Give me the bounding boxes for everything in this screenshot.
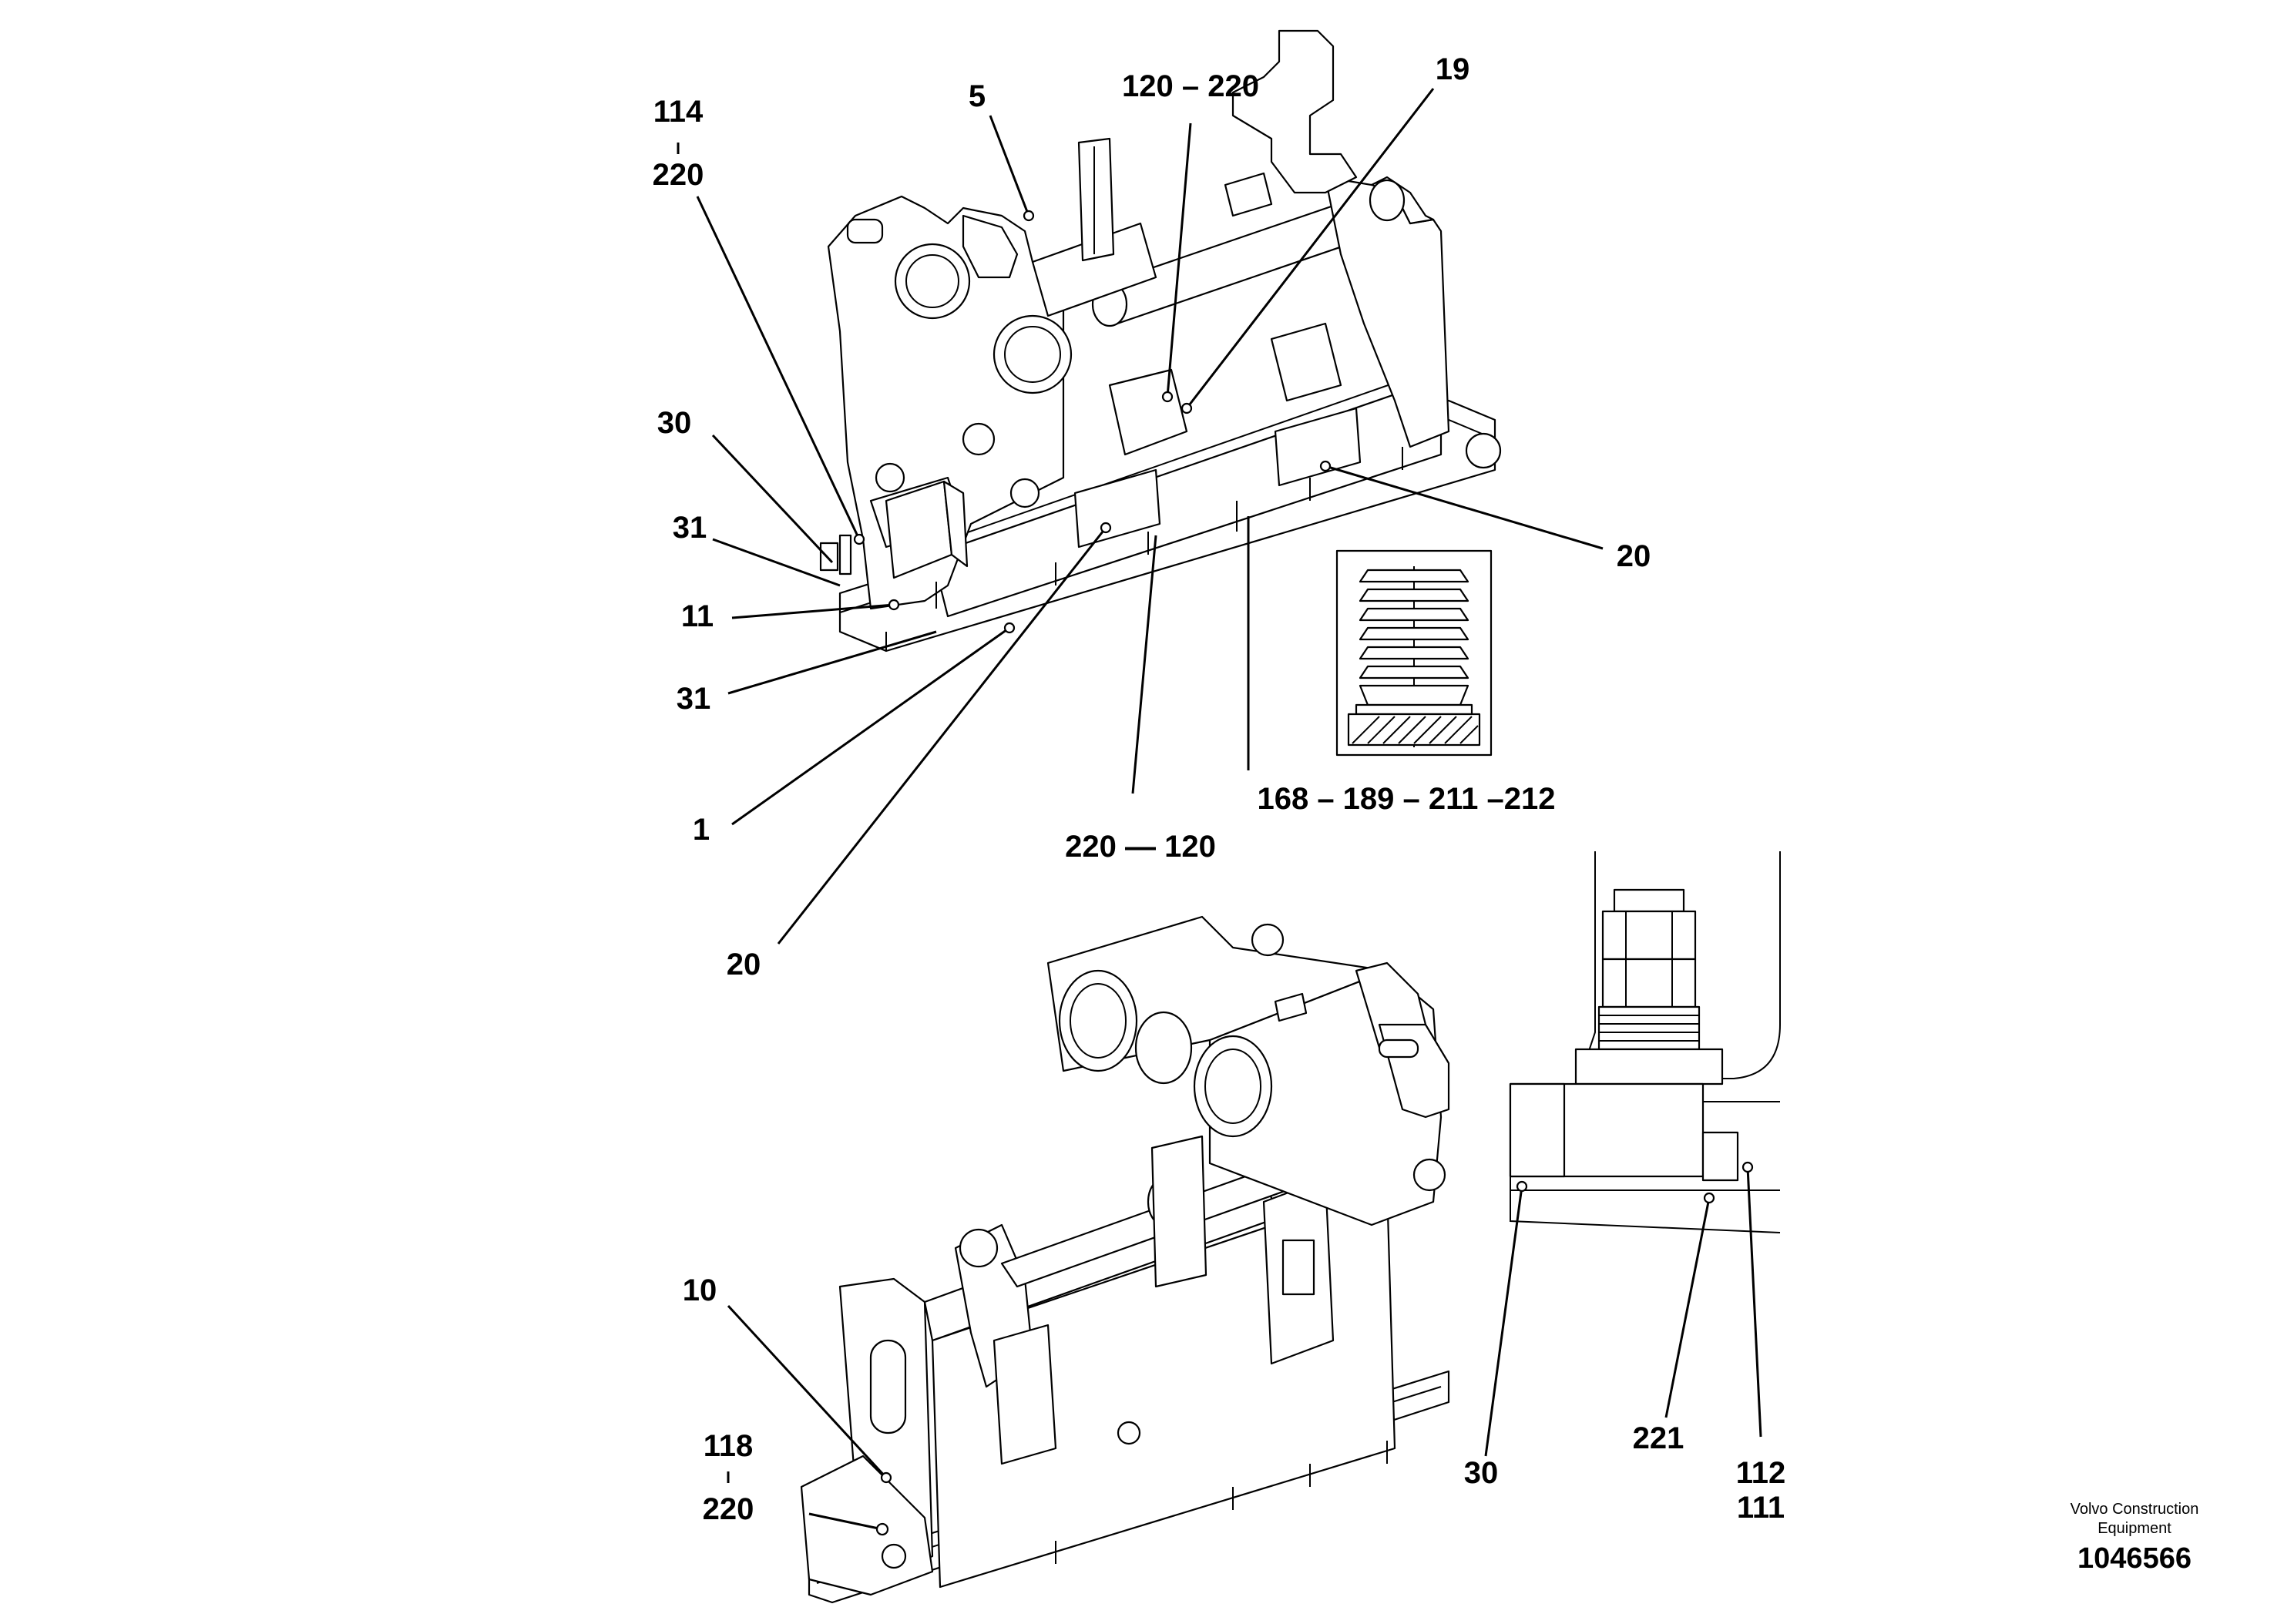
fitting-detail	[1509, 851, 1781, 1233]
label-5: 5	[969, 79, 986, 113]
label-111: 111	[1737, 1491, 1785, 1525]
label-114: 114	[653, 95, 704, 129]
leader-120-220	[1166, 122, 1192, 398]
label-30-top: 30	[657, 406, 692, 440]
leader-31-a	[712, 538, 841, 587]
label-220-120: 220 — 120	[1065, 830, 1216, 864]
leader-1	[731, 626, 1010, 826]
bottom-assembly-drawing	[800, 915, 1450, 1604]
leader-lines	[677, 88, 1762, 1531]
label-20-right: 20	[1617, 539, 1651, 573]
callout-points	[853, 210, 1754, 1536]
leader-5	[989, 115, 1030, 216]
label-31-b: 31	[677, 682, 711, 716]
label-120-220: 120 – 220	[1122, 69, 1259, 103]
leader-114-220	[696, 196, 861, 540]
brand-line-1: Volvo Construction	[2071, 1501, 2199, 1518]
label-11: 11	[681, 599, 714, 633]
callout-point	[1181, 402, 1193, 414]
document-number: 1046566	[2077, 1542, 2192, 1575]
footer: Volvo Construction Equipment 1046566	[2071, 1501, 2199, 1575]
label-112: 112	[1736, 1456, 1786, 1490]
callout-point	[1100, 522, 1112, 534]
label-220-upper: 220	[653, 158, 704, 192]
leader-20-left	[777, 527, 1107, 945]
label-168-189-211-212: 168 – 189 – 211 –212	[1257, 782, 1555, 816]
callout-point	[1516, 1180, 1528, 1193]
label-19: 19	[1436, 52, 1470, 86]
leader-220-120	[1131, 535, 1157, 794]
callout-point	[1161, 391, 1174, 403]
callout-point	[1003, 622, 1016, 634]
leader-10	[727, 1304, 888, 1479]
callout-point	[888, 599, 900, 611]
leader-112-111	[1746, 1166, 1762, 1438]
label-221: 221	[1633, 1421, 1684, 1455]
label-31-a: 31	[673, 511, 707, 545]
callout-labels: 114 220 5 120 – 220 19 30 31 11 31 1 20 …	[653, 52, 1786, 1526]
callout-point	[853, 533, 865, 545]
brand-line-2: Equipment	[2098, 1520, 2171, 1537]
callout-point	[880, 1471, 892, 1484]
leader-118-220	[808, 1512, 883, 1531]
top-assembly-drawing	[819, 29, 1502, 653]
leader-221	[1664, 1197, 1711, 1418]
label-118: 118	[704, 1429, 754, 1463]
leader-31-b	[727, 630, 937, 695]
label-20-left: 20	[727, 948, 761, 981]
shim-detail-inset	[1335, 549, 1493, 757]
label-220-lower: 220	[703, 1492, 754, 1526]
callout-point	[875, 1522, 889, 1536]
leader-30-detail	[1484, 1186, 1523, 1457]
label-30-detail: 30	[1464, 1456, 1499, 1490]
leader-11	[731, 603, 895, 619]
label-1: 1	[693, 813, 710, 847]
callout-point	[1023, 210, 1035, 222]
callout-point	[1703, 1192, 1715, 1204]
callout-point	[1741, 1161, 1754, 1173]
leader-30-top	[711, 434, 834, 564]
callout-point	[1319, 460, 1332, 472]
leader-20-right	[1325, 465, 1604, 550]
label-10: 10	[683, 1273, 717, 1307]
leader-19	[1185, 88, 1435, 409]
